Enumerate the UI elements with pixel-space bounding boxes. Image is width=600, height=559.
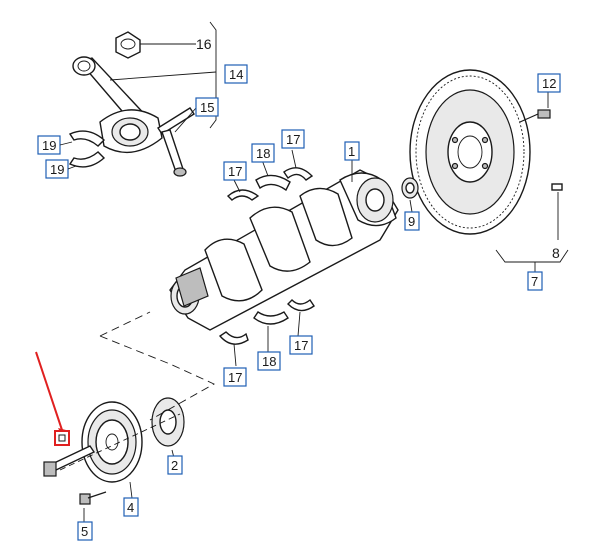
callout-14[interactable]: 14 — [224, 64, 248, 84]
connecting-rod — [72, 56, 163, 154]
highlight-box[interactable] — [54, 430, 70, 446]
svg-text:15: 15 — [200, 100, 214, 115]
callout-5[interactable]: 5 — [77, 521, 93, 541]
svg-text:19: 19 — [50, 162, 64, 177]
callout-7[interactable]: 7 — [527, 271, 543, 291]
svg-text:18: 18 — [256, 146, 270, 161]
pulley-bolt — [79, 491, 107, 505]
callout-15[interactable]: 15 — [195, 97, 219, 117]
flywheel — [409, 69, 531, 235]
callout-17-top-right[interactable]: 17 — [281, 129, 305, 149]
svg-text:17: 17 — [228, 164, 242, 179]
flywheel-bolt — [519, 109, 551, 123]
dowel-pin — [551, 183, 563, 191]
svg-text:2: 2 — [171, 458, 178, 473]
center-bolt — [43, 445, 96, 477]
callout-8[interactable]: 8 — [552, 245, 560, 261]
svg-text:14: 14 — [229, 67, 243, 82]
crankshaft-sprocket — [151, 397, 185, 447]
callout-1[interactable]: 1 — [344, 141, 360, 161]
main-bearing-shell-lower — [253, 311, 289, 325]
callout-17-bottom-left[interactable]: 17 — [223, 367, 247, 387]
svg-text:16: 16 — [196, 36, 212, 52]
svg-text:17: 17 — [294, 338, 308, 353]
con-rod-bolt — [157, 107, 195, 177]
svg-text:5: 5 — [81, 524, 88, 539]
callout-9[interactable]: 9 — [404, 211, 420, 231]
callout-18-top[interactable]: 18 — [251, 143, 275, 163]
callout-19-lower[interactable]: 19 — [45, 159, 69, 179]
callout-19-upper[interactable]: 19 — [37, 135, 61, 155]
callout-12[interactable]: 12 — [537, 73, 561, 93]
con-rod-bearing-shells — [68, 130, 106, 168]
thrust-washer-upper-left — [226, 189, 260, 201]
callout-4[interactable]: 4 — [123, 497, 139, 517]
vibration-damper-pulley — [81, 401, 143, 483]
svg-text:1: 1 — [348, 144, 355, 159]
svg-text:12: 12 — [542, 76, 556, 91]
svg-text:8: 8 — [552, 245, 560, 261]
small-end-bushing — [115, 31, 141, 59]
red-arrow-icon — [35, 351, 66, 440]
svg-text:17: 17 — [286, 132, 300, 147]
thrust-washer-upper-right — [283, 167, 314, 181]
callout-17-bottom-right[interactable]: 17 — [289, 335, 313, 355]
svg-text:7: 7 — [531, 274, 538, 289]
callout-2[interactable]: 2 — [167, 455, 183, 475]
svg-text:17: 17 — [228, 370, 242, 385]
callout-16[interactable]: 16 — [196, 36, 212, 52]
callout-17-top-left[interactable]: 17 — [223, 161, 247, 181]
svg-text:9: 9 — [408, 214, 415, 229]
svg-text:4: 4 — [127, 500, 134, 515]
main-bearing-shell-upper — [255, 174, 291, 192]
svg-text:19: 19 — [42, 138, 56, 153]
needle-bearing — [401, 177, 419, 199]
svg-text:18: 18 — [262, 354, 276, 369]
crankshaft — [169, 169, 399, 331]
callout-18-bottom[interactable]: 18 — [257, 351, 281, 371]
thrust-washer-lower-left — [218, 331, 249, 345]
thrust-washer-lower-right — [287, 298, 315, 312]
